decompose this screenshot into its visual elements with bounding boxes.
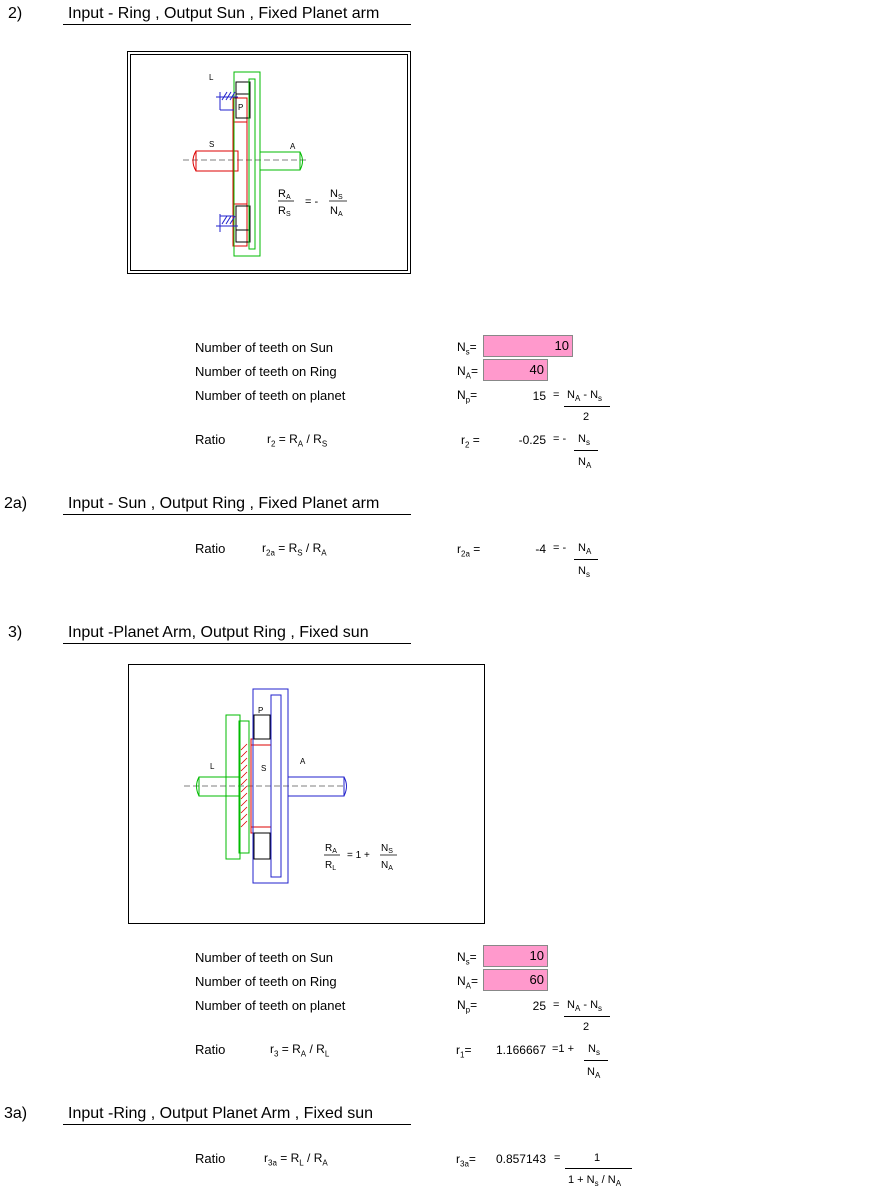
formula-top: 1 <box>594 1152 601 1164</box>
formula-eq: =1 + <box>552 1043 575 1055</box>
label-l: L <box>210 762 215 771</box>
gear-diagram: L P S A RA RS = - NS NA <box>183 71 347 257</box>
fraction-line <box>564 406 610 407</box>
section-number: 2) <box>8 5 23 22</box>
formula-top: Ns <box>588 1043 600 1058</box>
formula-bottom: NA <box>578 456 592 471</box>
row-label: Number of teeth on Sun <box>195 340 334 355</box>
fraction-line <box>574 450 598 451</box>
ratio-symbol: r2 = <box>461 433 480 450</box>
row-symbol: NA= <box>457 974 479 991</box>
section-title: Input - Ring , Output Sun , Fixed Planet… <box>63 5 411 25</box>
section-title: Input -Ring , Output Planet Arm , Fixed … <box>63 1105 411 1125</box>
row-label: Number of teeth on planet <box>195 388 346 403</box>
ratio-value: 0.857143 <box>495 1152 546 1166</box>
label-s: S <box>261 764 266 773</box>
formula-eq: = <box>553 389 560 401</box>
eq-mid: = 1 + <box>347 850 370 861</box>
row-symbol: Ns= <box>457 340 477 357</box>
label-p: P <box>258 706 263 715</box>
ratio-definition: r2 = RA / RS <box>267 432 328 449</box>
label-s: S <box>209 140 214 149</box>
row-symbol: Ns= <box>457 950 477 967</box>
ratio-label: Ratio <box>195 1042 226 1057</box>
section-title: Input - Sun , Output Ring , Fixed Planet… <box>63 495 411 515</box>
ratio-value: -0.25 <box>518 433 546 447</box>
sun-teeth-input[interactable]: 10 <box>483 945 548 967</box>
fraction-line <box>565 1168 632 1169</box>
row-label: Number of teeth on Ring <box>195 364 337 379</box>
formula-bottom: 2 <box>583 1021 590 1033</box>
ratio-value: -4 <box>535 542 546 556</box>
diagram-frame: P L S A RA RL = 1 + NS NA <box>128 664 485 924</box>
ratio-value: 1.166667 <box>495 1043 546 1057</box>
formula-eq: = <box>554 1152 561 1164</box>
row-label: Number of teeth on Ring <box>195 974 337 989</box>
formula-eq: = - <box>553 433 567 445</box>
label-p: P <box>238 103 243 112</box>
ratio-label: Ratio <box>195 432 226 447</box>
label-a: A <box>300 757 306 766</box>
formula-top: Ns <box>578 433 590 448</box>
row-label: Number of teeth on planet <box>195 998 346 1013</box>
ring-teeth-input[interactable]: 40 <box>483 359 548 381</box>
planet-teeth-value: 25 <box>532 999 546 1013</box>
row-label: Number of teeth on Sun <box>195 950 334 965</box>
section-title: Input -Planet Arm, Output Ring , Fixed s… <box>63 624 411 644</box>
planet-teeth-value: 15 <box>532 389 546 403</box>
ratio-definition: r2a = RS / RA <box>262 541 327 558</box>
formula-top: NA - Ns <box>567 999 603 1014</box>
sun-teeth-input[interactable]: 10 <box>483 335 573 357</box>
ratio-symbol: r1= <box>456 1043 472 1060</box>
section-number: 2a) <box>4 495 28 512</box>
eq-na: NA <box>381 860 393 872</box>
formula-bottom: 1 + Ns / NA <box>568 1174 622 1189</box>
formula-top: NA - Ns <box>567 389 603 404</box>
eq-mid: = - <box>305 196 318 208</box>
ratio-definition: r3a = RL / RA <box>264 1151 328 1168</box>
ratio-label: Ratio <box>195 1151 226 1166</box>
formula-bottom: 2 <box>583 411 590 423</box>
ratio-symbol: r3a= <box>456 1152 476 1169</box>
ring-teeth-input[interactable]: 60 <box>483 969 548 991</box>
formula-bottom: NA <box>587 1066 601 1081</box>
label-l: L <box>209 73 214 82</box>
eq-ns: NS <box>381 843 393 855</box>
ratio-definition: r3 = RA / RL <box>270 1042 330 1059</box>
row-symbol: NA= <box>457 364 479 381</box>
row-symbol: Np= <box>457 388 478 405</box>
eq-rl: RL <box>325 860 336 872</box>
label-a: A <box>290 142 296 151</box>
formula-bottom: Ns <box>578 565 590 580</box>
eq-ra: RA <box>278 188 291 201</box>
row-symbol: Np= <box>457 998 478 1015</box>
eq-na: NA <box>330 205 343 218</box>
section-number: 3) <box>8 624 23 641</box>
eq-rs: RS <box>278 205 291 218</box>
diagram-frame: L P S A RA RS = - NS NA <box>127 51 411 274</box>
formula-eq: = <box>553 999 560 1011</box>
eq-ns: NS <box>330 188 343 201</box>
ratio-symbol: r2a = <box>457 542 481 559</box>
section-number: 3a) <box>4 1105 28 1122</box>
ratio-label: Ratio <box>195 541 226 556</box>
eq-ra: RA <box>325 843 337 855</box>
formula-eq: = - <box>553 542 567 554</box>
fraction-line <box>574 559 598 560</box>
formula-top: NA <box>578 542 592 557</box>
fraction-line <box>564 1016 610 1017</box>
fraction-line <box>584 1060 608 1061</box>
gear-diagram: P L S A RA RL = 1 + NS NA <box>184 688 397 884</box>
